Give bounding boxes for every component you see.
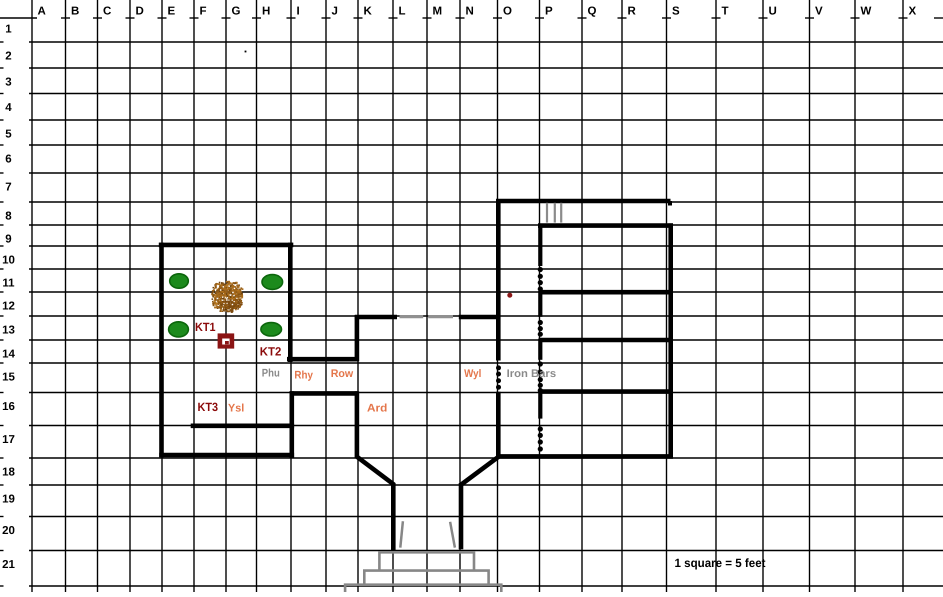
svg-text:U: U <box>769 6 777 18</box>
svg-text:12: 12 <box>2 301 15 313</box>
svg-text:Phu: Phu <box>262 368 280 380</box>
svg-text:Ard: Ard <box>367 402 387 414</box>
svg-text:15: 15 <box>2 372 15 384</box>
svg-text:B: B <box>71 6 79 18</box>
svg-text:KT3: KT3 <box>198 400 219 414</box>
svg-text:E: E <box>168 6 176 18</box>
svg-text:10: 10 <box>2 255 15 267</box>
svg-text:Q: Q <box>588 6 597 18</box>
svg-text:O: O <box>503 6 512 18</box>
svg-text:C: C <box>103 6 111 18</box>
svg-text:3: 3 <box>5 77 11 89</box>
svg-text:21: 21 <box>2 559 15 571</box>
svg-text:1: 1 <box>5 24 12 36</box>
svg-text:14: 14 <box>2 349 15 361</box>
svg-text:H: H <box>262 6 270 18</box>
svg-text:F: F <box>200 6 207 18</box>
svg-text:19: 19 <box>2 494 15 506</box>
svg-text:Rhy: Rhy <box>294 370 313 382</box>
svg-text:V: V <box>815 6 823 18</box>
svg-text:M: M <box>433 6 443 18</box>
svg-text:X: X <box>909 6 917 18</box>
svg-text:11: 11 <box>2 278 15 290</box>
svg-text:20: 20 <box>2 525 15 537</box>
svg-text:5: 5 <box>5 129 12 141</box>
svg-text:S: S <box>672 6 680 18</box>
svg-text:Row: Row <box>331 368 354 380</box>
svg-text:W: W <box>861 6 872 18</box>
svg-text:17: 17 <box>2 434 15 446</box>
svg-text:D: D <box>136 6 144 18</box>
svg-text:Ysl: Ysl <box>228 402 244 414</box>
svg-text:16: 16 <box>2 401 15 413</box>
svg-text:4: 4 <box>5 102 12 114</box>
svg-text:8: 8 <box>5 211 12 223</box>
svg-text:L: L <box>399 6 406 18</box>
svg-text:A: A <box>38 6 46 18</box>
svg-text:13: 13 <box>2 325 15 337</box>
svg-text:P: P <box>545 6 553 18</box>
svg-text:1 square = 5 feet: 1 square = 5 feet <box>675 556 766 570</box>
svg-text:R: R <box>628 6 637 18</box>
svg-text:KT1: KT1 <box>195 320 216 334</box>
svg-text:K: K <box>364 6 373 18</box>
svg-text:J: J <box>332 6 338 18</box>
svg-text:I: I <box>297 6 300 18</box>
svg-text:T: T <box>722 6 729 18</box>
svg-text:Wyl: Wyl <box>464 368 481 380</box>
svg-text:G: G <box>232 6 241 18</box>
svg-text:N: N <box>466 6 474 18</box>
svg-text:7: 7 <box>5 182 11 194</box>
svg-text:KT2: KT2 <box>260 345 282 359</box>
svg-text:2: 2 <box>5 51 11 63</box>
svg-text:18: 18 <box>2 467 15 479</box>
svg-text:Iron Bars: Iron Bars <box>507 368 556 380</box>
svg-text:9: 9 <box>5 234 11 246</box>
svg-text:6: 6 <box>5 154 11 166</box>
